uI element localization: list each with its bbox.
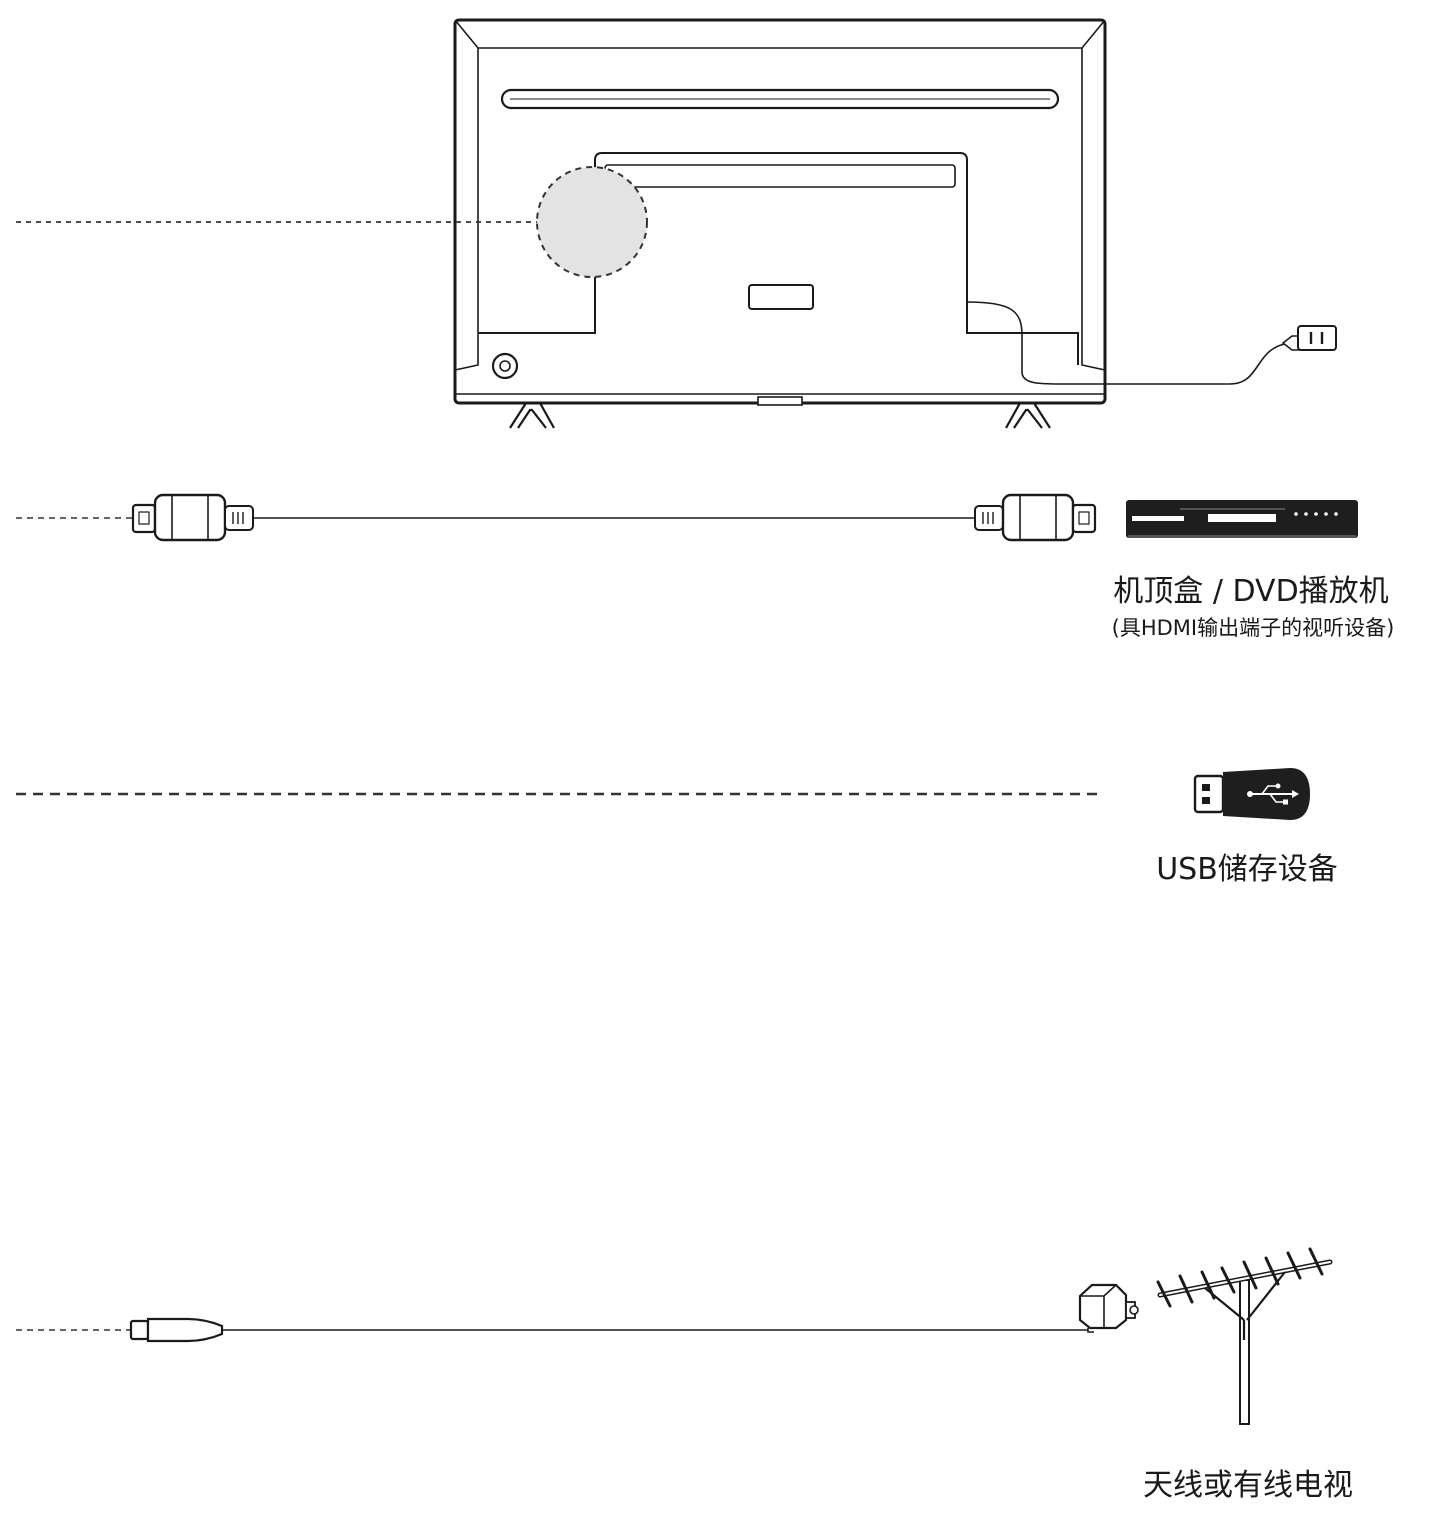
tv-back-panel	[453, 18, 1286, 429]
usb-symbol-icon	[1247, 783, 1299, 805]
antenna-label: 天线或有线电视	[1143, 1468, 1353, 1503]
stb-dvd-label: 机顶盒 / DVD播放机	[1113, 574, 1389, 609]
stb-dvd-note: (具HDMI输出端子的视听设备)	[1111, 616, 1395, 640]
usb-label: USB储存设备	[1156, 852, 1338, 887]
hdmi-connector-icon	[974, 493, 1097, 542]
dvd-player-icon	[1126, 500, 1358, 538]
coax-connector-icon	[129, 1317, 224, 1343]
port-zoom-circle	[16, 166, 648, 278]
hdmi-connector-icon	[131, 493, 254, 542]
power-plug-icon	[1281, 325, 1337, 351]
antenna-icon	[1156, 1247, 1333, 1425]
usb-drive-icon	[1193, 768, 1310, 820]
rf-adapter-icon	[1078, 1283, 1139, 1333]
